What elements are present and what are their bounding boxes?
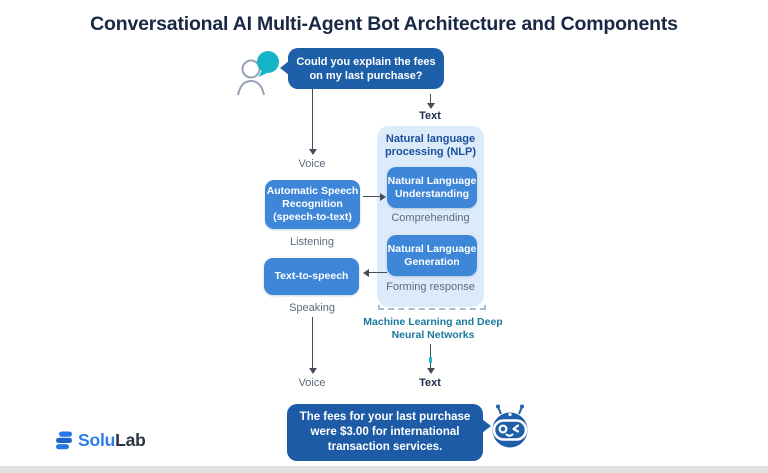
connector-line bbox=[312, 317, 314, 368]
label-machine-learning: Machine Learning and Deep Neural Network… bbox=[363, 316, 503, 341]
label-listening: Listening bbox=[289, 236, 335, 248]
solulab-logo: SoluLab bbox=[54, 430, 146, 451]
bot-answer-text: The fees for your last purchase were $3.… bbox=[299, 411, 471, 453]
user-with-speech-dot-icon bbox=[234, 49, 286, 101]
connector-line bbox=[430, 344, 432, 368]
solulab-logo-icon bbox=[54, 430, 74, 451]
connector-line bbox=[363, 196, 380, 198]
label-voice-bottom: Voice bbox=[298, 377, 326, 389]
bubble-tail-left bbox=[280, 61, 289, 75]
nlp-panel bbox=[377, 126, 484, 307]
bubble-tail-right bbox=[482, 419, 491, 433]
tts-box: Text-to-speech bbox=[264, 258, 359, 295]
robot-icon bbox=[486, 402, 534, 455]
page-title: Conversational AI Multi-Agent Bot Archit… bbox=[90, 13, 678, 35]
logo-text-solu: Solu bbox=[78, 430, 116, 450]
label-text-top: Text bbox=[419, 110, 441, 122]
bottom-edge-strip bbox=[0, 466, 768, 473]
nlu-box: Natural Language Understanding bbox=[387, 167, 477, 208]
label-comprehending: Comprehending bbox=[391, 212, 470, 224]
label-speaking: Speaking bbox=[289, 302, 335, 314]
arrowhead-left bbox=[363, 269, 369, 277]
connector-line bbox=[369, 272, 387, 274]
label-voice-top: Voice bbox=[298, 158, 326, 170]
asr-box: Automatic Speech Recognition (speech-to-… bbox=[265, 180, 360, 229]
arrowhead-down bbox=[309, 149, 317, 155]
user-query-text: Could you explain the fees on my last pu… bbox=[296, 55, 436, 82]
arrowhead-down bbox=[427, 368, 435, 374]
connector-line bbox=[430, 94, 432, 103]
teal-connector-mark bbox=[429, 357, 432, 363]
user-query-bubble: Could you explain the fees on my last pu… bbox=[280, 48, 444, 89]
dashed-bracket bbox=[378, 305, 486, 313]
nlg-box: Natural Language Generation bbox=[387, 235, 477, 276]
nlp-panel-title: Natural language processing (NLP) bbox=[384, 133, 477, 158]
label-forming-response: Forming response bbox=[386, 281, 475, 293]
connector-line bbox=[312, 89, 314, 149]
arrowhead-down bbox=[427, 103, 435, 109]
arrowhead-right bbox=[380, 193, 386, 201]
logo-text-lab: Lab bbox=[115, 430, 146, 450]
label-text-bottom: Text bbox=[419, 377, 441, 389]
bot-answer-bubble: The fees for your last purchase were $3.… bbox=[287, 404, 491, 461]
arrowhead-down bbox=[309, 368, 317, 374]
